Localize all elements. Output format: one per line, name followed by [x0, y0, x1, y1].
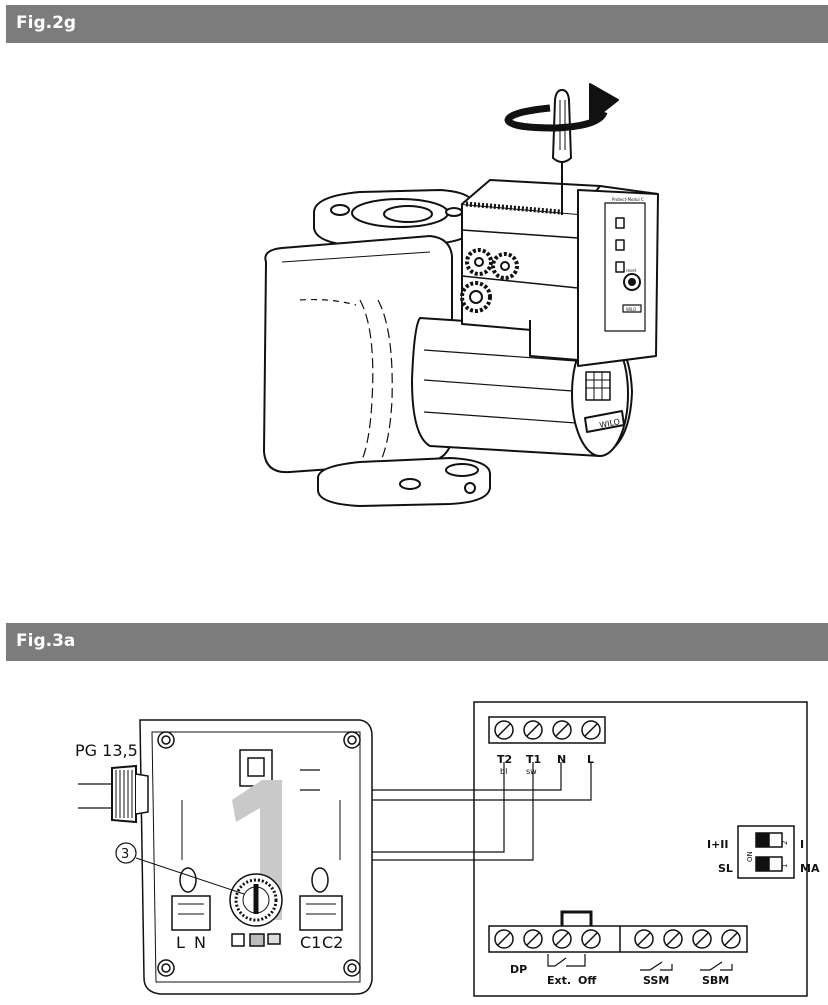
- terminal-t2-sub: bl: [500, 767, 507, 776]
- protect-module: [577, 185, 659, 367]
- ext-label: Ext.: [547, 974, 571, 987]
- terminal-t1-label: T1: [526, 753, 541, 766]
- dip-bottom-left-label: SL: [718, 862, 733, 875]
- callout-number: 3: [121, 847, 129, 862]
- dip-on-label: ON: [746, 851, 754, 862]
- sbm-label: SBM: [702, 974, 729, 987]
- off-label: Off: [578, 974, 596, 987]
- gland-label: PG 13,5: [75, 741, 138, 760]
- terminal-module: [460, 179, 601, 361]
- module-terminal-c2-label: C2: [322, 933, 343, 952]
- dip-num2-label: 2: [781, 841, 789, 845]
- dip-bottom-right-label: MA: [800, 862, 820, 875]
- terminal-box: [473, 701, 808, 997]
- dip-num1-label: 1: [781, 864, 789, 868]
- pump-illustration: [263, 83, 659, 507]
- dip-switch: [737, 825, 795, 879]
- terminal-t2-label: T2: [497, 753, 512, 766]
- terminal-n-label: N: [557, 753, 566, 766]
- module-terminal-c1-label: C1: [300, 933, 321, 952]
- terminal-l-label: L: [587, 753, 594, 766]
- pump-brand-label: WILO: [599, 417, 621, 430]
- terminal-t1-sub: sw: [526, 767, 537, 776]
- bottom-flange: [317, 457, 491, 507]
- rotation-arrow-icon: [504, 83, 619, 132]
- ssm-label: SSM: [643, 974, 669, 987]
- dp-label: DP: [510, 963, 527, 976]
- bottom-terminal-strip: [488, 910, 748, 971]
- module-small-label: WILO: [626, 307, 636, 312]
- module-housing: [78, 719, 373, 995]
- module-label: Protect-Modul C: [612, 197, 644, 202]
- dip-top-left-label: I+II: [707, 838, 729, 851]
- top-flange: [313, 189, 475, 247]
- module-terminal-n-label: N: [194, 933, 206, 952]
- module-terminal-l-label: L: [176, 933, 185, 952]
- fig-3a-title: Fig.3a: [16, 631, 76, 651]
- top-terminal-strip: [488, 716, 606, 744]
- reset-label: reset: [626, 268, 637, 273]
- fig-2g-header: Fig.2g: [6, 5, 828, 43]
- fig-2g-title: Fig.2g: [16, 13, 77, 33]
- dip-top-right-label: I: [800, 838, 804, 851]
- fig-3a-header: Fig.3a: [6, 623, 828, 661]
